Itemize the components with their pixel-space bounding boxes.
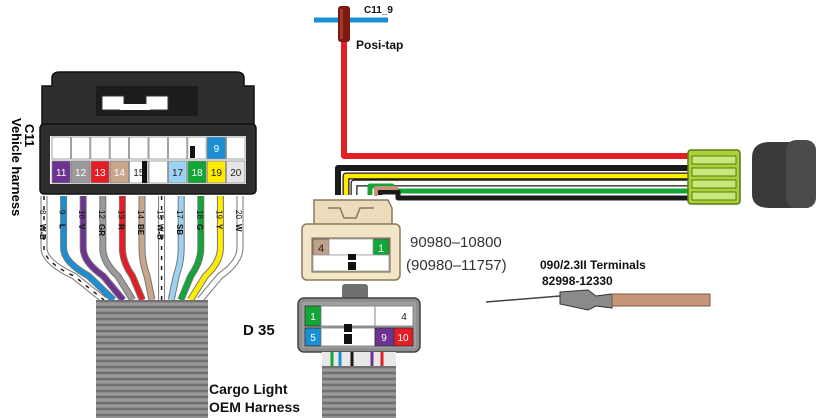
d35-pin-10: 10	[397, 333, 409, 344]
connector-90980-housing	[301, 199, 401, 281]
c11-cell	[148, 160, 168, 184]
terminals-part-label: 82998-12330	[542, 274, 613, 288]
posi-tap-label: Posi-tap	[356, 38, 404, 52]
c11-latch-mark	[190, 146, 195, 158]
alt-part-number-label: (90980–11757)	[406, 257, 507, 274]
c11-pin-number: 11	[56, 168, 67, 179]
c11-cell	[129, 136, 149, 160]
c11-wire-color-label: G	[195, 224, 204, 230]
c11-wire	[119, 196, 145, 301]
c11-cell	[90, 160, 110, 184]
c11-cell	[109, 136, 129, 160]
c11-wire-color-label: W-B	[38, 224, 47, 240]
d35-pin-1: 1	[310, 312, 316, 323]
c11-wire-color-label: GR	[97, 224, 106, 236]
c11-wire-color-label: W	[234, 224, 243, 232]
c11-wire-pin-label: 19	[214, 210, 223, 219]
c11-pin-number: 20	[230, 168, 242, 179]
terminals-title-label: 090/2.3II Terminals	[540, 258, 646, 272]
c11-pin-number: 18	[191, 168, 203, 179]
c11-wire-color-label: V	[77, 224, 86, 230]
splice-label: C11_9	[364, 5, 393, 16]
c11-cell	[71, 160, 91, 184]
c11-wire	[100, 196, 135, 302]
d35-pin-4: 4	[401, 312, 407, 323]
c11-pin-number: 14	[114, 168, 126, 179]
c11-pin-number: 19	[211, 168, 223, 179]
c11-wire-pin-label: 17	[175, 210, 184, 219]
inline-connector-lime	[687, 149, 741, 205]
c11-cell	[51, 136, 71, 160]
c11-cell	[226, 160, 246, 184]
cargo-light-label: Cargo Light	[209, 381, 288, 397]
c11-wire-stripe	[43, 196, 105, 301]
c11-pin-number: 15	[133, 168, 145, 179]
c11-wire	[178, 196, 204, 301]
part-number-label: 90980–10800	[410, 234, 502, 251]
c11-wire-pin-label: 20	[234, 210, 243, 219]
run-wires	[335, 42, 690, 201]
vehicle-harness-label: Vehicle harness	[9, 118, 24, 217]
c11-cell	[167, 160, 188, 184]
c11-cell	[51, 160, 71, 184]
c11-wire	[139, 196, 155, 301]
d35-connector	[297, 284, 421, 418]
c11-wire-pin-label: 12	[97, 210, 106, 219]
c11-wire-pin-label: 10	[77, 210, 86, 219]
oem-harness-label: OEM Harness	[209, 399, 301, 415]
connector-90980-pin-left: 4	[318, 243, 324, 255]
c11-cell	[206, 160, 226, 184]
c11-harness-braid	[96, 300, 208, 418]
c11-wire-color-label: BE	[136, 224, 145, 236]
c11-pin-number: 12	[75, 168, 87, 179]
c11-wire-color-label: W-B	[156, 224, 165, 240]
d35-pin-9: 9	[381, 333, 387, 344]
c11-wire	[168, 196, 184, 301]
c11-wire-color-label: R	[116, 224, 125, 230]
c11-id-label: C11	[22, 124, 37, 148]
c11-wire-pin-label: 9	[58, 210, 67, 215]
c11-wire-color-label: Y	[214, 224, 223, 230]
c11-wire-fan	[40, 196, 244, 303]
c11-wire-pin-label: 18	[195, 210, 204, 219]
c11-cell	[187, 160, 207, 184]
c11-pin-grid: 9 11 12 13 14 15 17 18 19 20	[51, 136, 246, 184]
mating-connector-dark	[752, 140, 816, 208]
connector-90980-pin-right: 1	[378, 243, 384, 255]
c11-latch-mark	[142, 161, 147, 183]
c11-wire-color-label: L	[58, 224, 67, 229]
c11-cell	[71, 136, 91, 160]
c11-wire-pin-label: 15	[156, 210, 165, 219]
c11-wire	[188, 196, 223, 302]
c11-cell	[109, 160, 129, 184]
c11-cell	[167, 136, 188, 160]
c11-cell	[90, 136, 110, 160]
c11-cell	[206, 136, 226, 160]
c11-wire	[198, 196, 243, 302]
c11-pin-number: 17	[172, 168, 184, 179]
c11-pin-number: 9	[214, 144, 220, 155]
c11-cell	[148, 136, 168, 160]
terminal-illustration	[485, 289, 711, 311]
c11-wire	[61, 196, 116, 302]
c11-pin-number: 13	[94, 168, 106, 179]
d35-label: D 35	[243, 322, 275, 339]
c11-wire-pin-label: 14	[136, 210, 145, 219]
c11-wire-pin-label: 13	[116, 210, 125, 219]
c11-wire	[80, 196, 126, 302]
posi-tap-connector	[338, 6, 350, 42]
c11-cell	[226, 136, 246, 160]
d35-pin-5: 5	[310, 333, 316, 344]
c11-wire-pin-label: 8	[38, 210, 47, 215]
c11-wire-color-label: SB	[175, 224, 184, 235]
